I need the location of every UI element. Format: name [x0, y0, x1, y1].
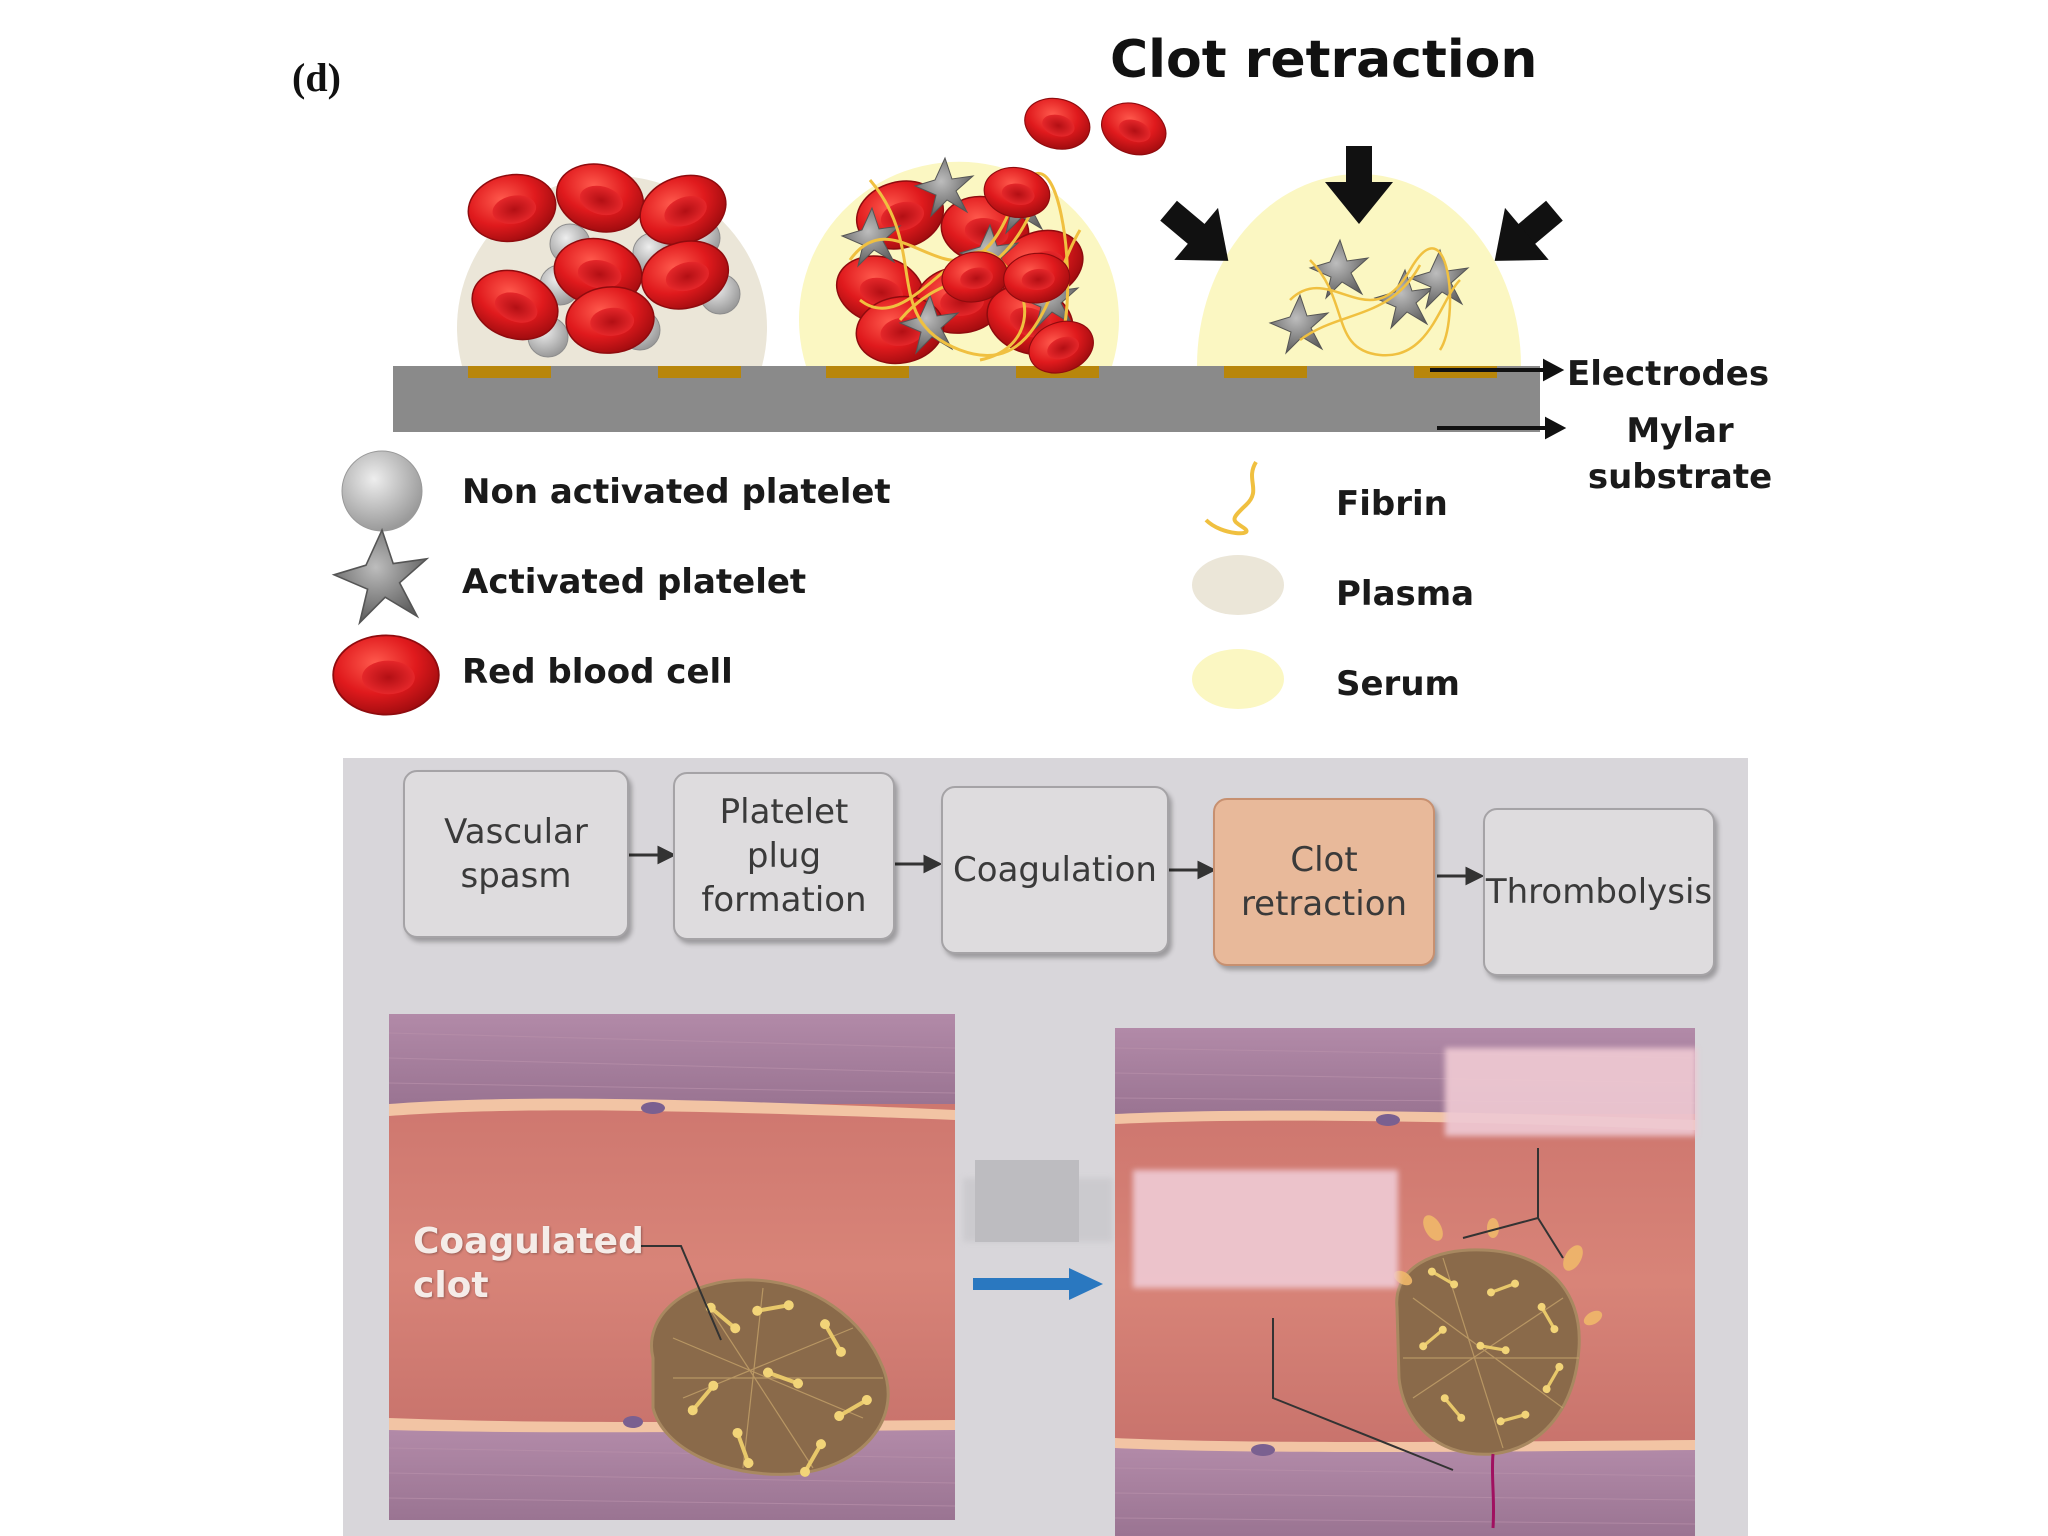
mylar-substrate-label: Mylar substrate [1587, 411, 1773, 497]
step-clot-retraction: Clot retraction [1213, 798, 1435, 966]
redacted-label-left [1133, 1170, 1398, 1288]
blue-arrow-icon [973, 1268, 1103, 1300]
callout-arrows [1430, 358, 1567, 440]
legend-label-non-activated-platelet: Non activated platelet [462, 472, 891, 512]
legend-label-serum: Serum [1336, 664, 1460, 704]
step-coagulation: Coagulation [941, 786, 1169, 954]
redacted-label-top-right [1445, 1048, 1697, 1136]
legend-label-fibrin: Fibrin [1336, 484, 1448, 524]
mylar-substrate [393, 366, 1540, 432]
clot-retraction-schematic [332, 90, 1577, 716]
serum-icon [1192, 649, 1284, 709]
step-connector-arrows [629, 845, 1485, 886]
plasma-icon [1192, 555, 1284, 615]
textbook-photo: Vascular spasm Platelet plug formation C… [343, 758, 1748, 1536]
diagram-title: Clot retraction [1110, 30, 1538, 90]
electrodes-label: Electrodes [1567, 354, 1770, 394]
stage-retracted-droplet [937, 90, 1577, 383]
panel-label: (d) [292, 55, 341, 100]
step-platelet-plug-formation: Platelet plug formation [673, 772, 895, 940]
non-activated-platelet-icon [341, 450, 423, 532]
activated-platelet-icon [333, 529, 428, 624]
step-thrombolysis: Thrombolysis [1483, 808, 1715, 976]
legend-label-plasma: Plasma [1336, 574, 1475, 614]
redacted-label-middle [975, 1160, 1079, 1242]
step-vascular-spasm: Vascular spasm [403, 770, 629, 938]
stage-plasma-droplet [457, 153, 767, 366]
fibrin-icon [1204, 460, 1258, 536]
legend-label-red-blood-cell: Red blood cell [462, 652, 733, 692]
coagulated-clot-label: Coagulated clot [413, 1221, 644, 1306]
legend-label-activated-platelet: Activated platelet [462, 562, 807, 602]
serum-droplets [1393, 1215, 1603, 1326]
vessel-coagulated-clot [388, 1014, 956, 1520]
red-blood-cell-icon [332, 634, 440, 716]
